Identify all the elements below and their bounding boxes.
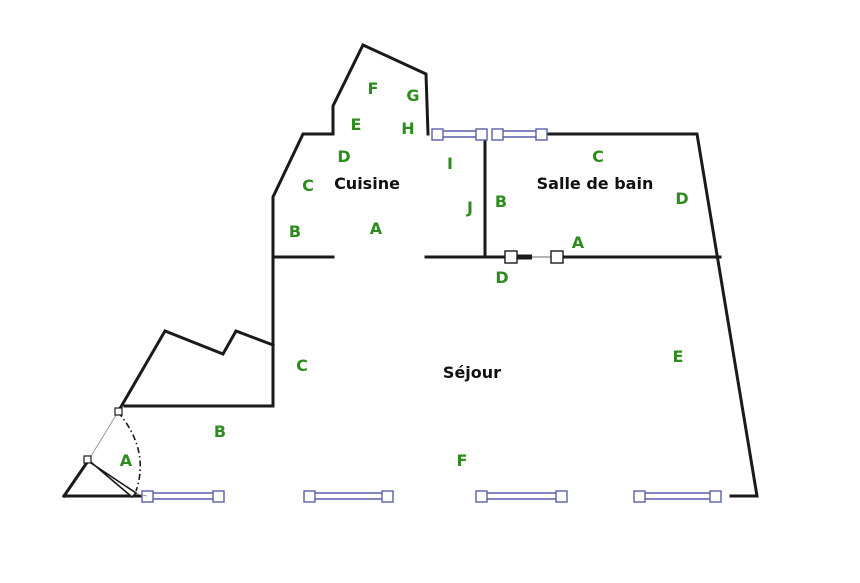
wall-labels-salle-de-bain: A B C D — [495, 147, 689, 252]
wall-label-bain-b: B — [495, 192, 507, 211]
wall-label-cuisine-j: J — [466, 198, 473, 217]
wall-label-sejour-f: F — [457, 451, 468, 470]
room-labels: Cuisine Salle de bain Séjour — [334, 174, 653, 382]
entrance-door — [83, 407, 148, 499]
wall-label-bain-c: C — [592, 147, 604, 166]
wall-label-cuisine-i: I — [447, 154, 453, 173]
window-sejour-4 — [633, 490, 722, 503]
wall-label-cuisine-a: A — [370, 219, 383, 238]
window-sejour-3 — [475, 490, 568, 503]
wall-kitchen-left — [271, 43, 430, 408]
wall-label-cuisine-g: G — [406, 86, 419, 105]
wall-label-cuisine-e: E — [351, 115, 362, 134]
wall-label-cuisine-c: C — [302, 176, 314, 195]
wall-label-cuisine-f: F — [368, 79, 379, 98]
wall-outer-left-lower — [61, 458, 91, 499]
wall-label-sejour-d: D — [495, 268, 508, 287]
wall-label-sejour-a: A — [120, 451, 133, 470]
window-sejour-1 — [141, 490, 225, 503]
wall-labels-cuisine: A B C D E F G H I J — [289, 79, 473, 241]
room-label-cuisine: Cuisine — [334, 174, 400, 193]
wall-label-cuisine-b: B — [289, 222, 301, 241]
wall-label-sejour-c: C — [296, 356, 308, 375]
wall-outer-left-upper — [115, 329, 275, 415]
window-bath-top — [491, 128, 548, 141]
bathroom-sliding-door — [504, 250, 564, 264]
window-kitchen-top — [431, 128, 488, 141]
wall-label-sejour-e: E — [673, 347, 684, 366]
walls — [61, 43, 759, 499]
wall-label-bain-d: D — [675, 189, 688, 208]
wall-label-cuisine-h: H — [401, 119, 414, 138]
room-label-salle-de-bain: Salle de bain — [537, 174, 654, 193]
room-label-sejour: Séjour — [443, 363, 501, 382]
wall-top-right — [545, 132, 759, 498]
window-sejour-2 — [303, 490, 394, 503]
wall-label-bain-a: A — [572, 233, 585, 252]
wall-labels-sejour: A B C D E F — [120, 268, 684, 470]
wall-label-sejour-b: B — [214, 422, 226, 441]
windows — [141, 128, 722, 503]
wall-label-cuisine-d: D — [337, 147, 350, 166]
